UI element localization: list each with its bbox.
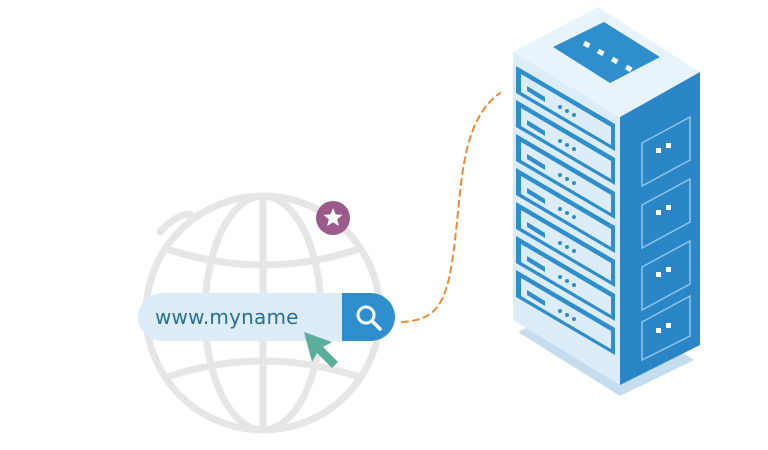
search-input[interactable]: www.myname [155, 305, 299, 329]
star-badge-icon [316, 201, 350, 235]
search-bar[interactable]: www.myname [138, 293, 395, 341]
search-button[interactable] [342, 293, 395, 341]
cursor-arrow-icon [304, 332, 338, 368]
search-icon [356, 305, 382, 331]
